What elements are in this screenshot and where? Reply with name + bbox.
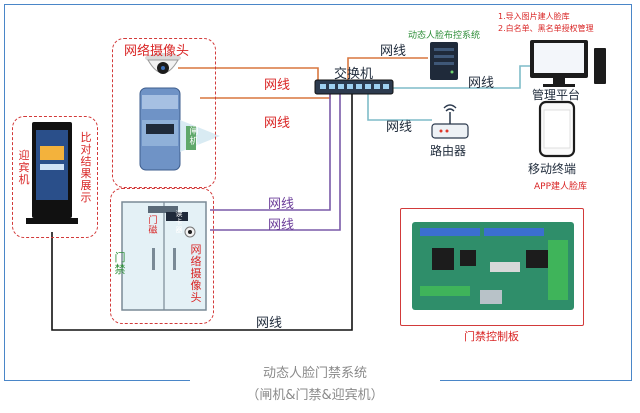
- cable-label-3: 网线: [380, 44, 407, 59]
- compare-label: 比对结果展示: [80, 131, 92, 204]
- cable-label-6: 网线: [268, 197, 295, 212]
- note-2: 2.白名单、黑名单授权管理: [498, 24, 594, 33]
- cable-label-5: 网线: [386, 120, 413, 135]
- gate-device-label: 闸机: [189, 127, 199, 147]
- diagram-title: 动态人脸门禁系统: [262, 366, 367, 381]
- welcome-link-line: [51, 92, 353, 331]
- phone-icon: [538, 100, 576, 158]
- caption-gap: [190, 375, 440, 387]
- door-magnet-label: 门磁: [148, 216, 158, 236]
- mobile-label: 移动终端: [528, 162, 577, 176]
- kiosk-icon: [26, 122, 78, 224]
- door-group: [110, 188, 214, 324]
- system-link-line: [347, 57, 428, 80]
- face-system-label: 动态人脸布控系统: [408, 31, 481, 41]
- router-link-line: [367, 92, 432, 121]
- camera-link-line: [178, 67, 319, 82]
- board-label: 门禁控制板: [464, 330, 519, 343]
- switch-label: 交换机: [334, 67, 374, 82]
- gate-icon: [139, 87, 220, 171]
- kiosk-group: [12, 116, 98, 238]
- switch-box: [314, 79, 394, 95]
- cable-label-4: 网线: [468, 76, 495, 91]
- board-link-line: [210, 92, 331, 211]
- camera-group: [112, 38, 216, 188]
- welcome-label: 迎宾机: [18, 149, 30, 186]
- door-camera-icon: [184, 226, 196, 238]
- router-label: 路由器: [430, 144, 467, 158]
- app-label: APP建人脸库: [534, 182, 588, 192]
- cable-label-8: 网线: [256, 316, 283, 331]
- doorcam-link-line: [210, 92, 341, 231]
- diagram-subtitle: （闸机&门禁&迎宾机）: [246, 388, 384, 403]
- cable-label-2: 网线: [264, 116, 291, 131]
- door-icon: [121, 201, 207, 311]
- platform-label: 管理平台: [532, 88, 581, 102]
- door-access-label: 门禁: [114, 251, 126, 276]
- board-icon: [404, 212, 582, 320]
- router-icon: [431, 104, 469, 139]
- dome-camera-icon: [145, 53, 181, 74]
- cable-label-1: 网线: [264, 78, 291, 93]
- board-group: [400, 208, 584, 326]
- note-1: 1.导入图片建人脸库: [498, 12, 570, 21]
- camera-top-label: 网络摄像头: [124, 44, 190, 59]
- reader-label: 读卡器: [175, 210, 183, 234]
- cable-label-7: 网线: [268, 218, 295, 233]
- server-icon: [430, 42, 458, 80]
- monitor-icon: [530, 40, 606, 87]
- platform-link-line: [388, 65, 530, 89]
- door-camera-label: 网络摄像头: [190, 243, 202, 304]
